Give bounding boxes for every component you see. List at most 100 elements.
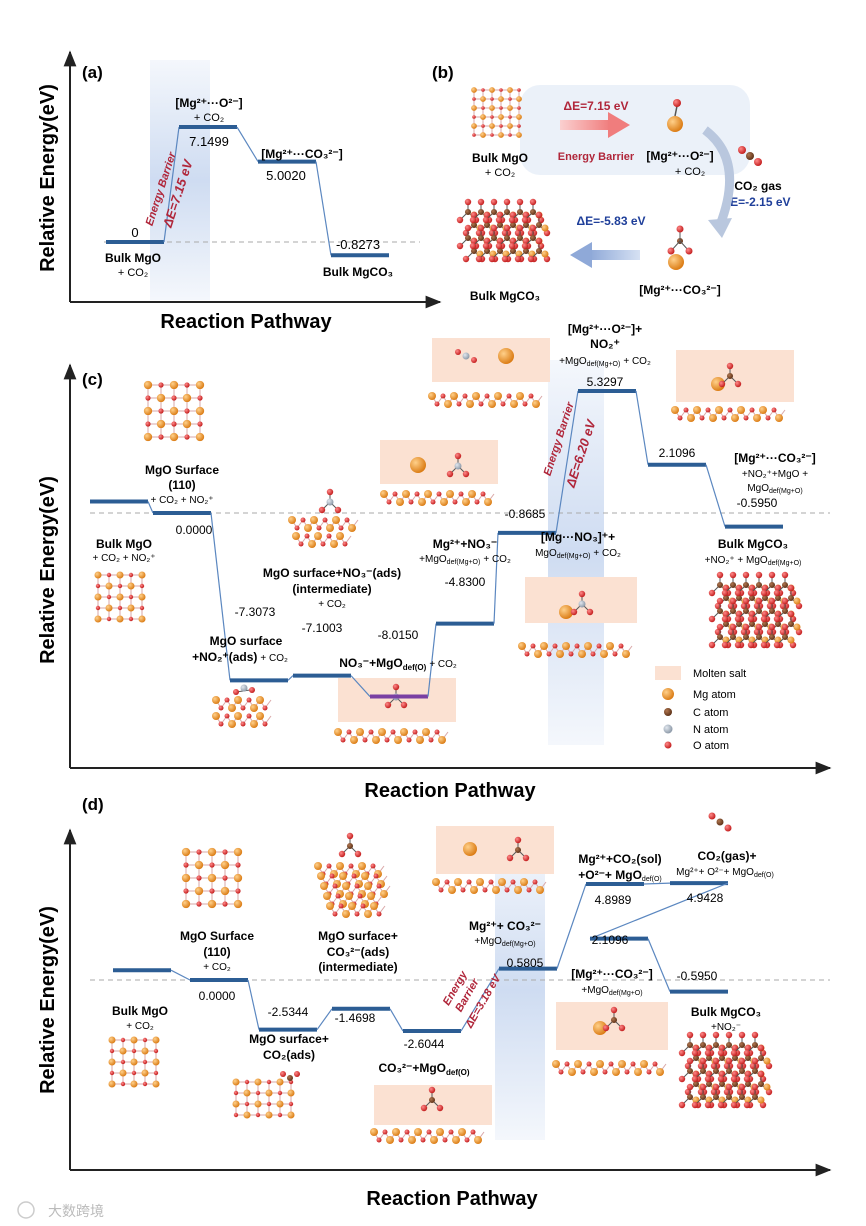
c-pair-structure [518,577,637,658]
o-atom [691,1075,699,1083]
o-atom [360,903,366,909]
mg-atom [108,1080,116,1088]
c-atom [491,209,497,215]
c-atom [752,1094,758,1100]
c-atom [510,222,516,228]
mg-atom [507,123,513,129]
d-mgco3-sub-main: +MgO [474,936,502,947]
mg-atom [256,696,264,704]
c-mgco3pair-carbonate [718,362,742,388]
mg-atom [793,623,801,631]
a-connector-2 [236,126,259,162]
o-atom [346,832,354,840]
mg-atom [498,348,514,364]
c-ads-sub: + CO₂ [260,653,288,664]
o-atom [768,571,776,579]
o-atom [464,198,472,206]
c-top-sub-idx: def(Mg+O) [587,361,621,368]
o-atom [586,608,594,616]
o-atom [748,610,756,618]
o-atom [117,583,123,589]
mg-atom [518,642,526,650]
o-atom [404,1129,410,1135]
mg-atom [436,1128,444,1136]
mgco3-pair-b [667,225,693,270]
mg-atom [402,490,410,498]
mg-atom [108,1058,116,1066]
c-mgco3pair-molten [676,350,794,402]
c-atom [752,1042,758,1048]
o-atom [460,887,466,893]
o-atom [522,401,528,407]
mg-atom [715,406,723,414]
o-atom [246,713,252,719]
c-inter-structure [288,488,359,548]
mg-atom [671,406,679,414]
o-atom [722,610,730,618]
o-atom [472,97,476,101]
c-atom [745,1055,751,1061]
o-atom [716,623,724,631]
mg-atom [386,1136,394,1144]
o-atom [499,124,503,128]
o-atom [490,224,498,232]
d-co3def-idx: def(O) [446,1068,470,1077]
o-atom [474,499,480,505]
o-atom [738,1057,746,1065]
o-atom [420,1104,428,1112]
c-atom [758,1055,764,1061]
c-atom [788,595,794,601]
o-atom [751,1031,759,1039]
c-top-molten [432,338,550,382]
d-pair-sub-idx: def(Mg+O) [609,990,643,997]
n-atom [240,684,248,692]
mg-atom [562,642,570,650]
d-connector-6 [556,883,587,969]
mg-atom [418,498,426,506]
mg-atom [265,1089,273,1097]
o-atom [602,1069,608,1075]
mg-atom [212,712,220,720]
c-final: Bulk MgCO₃ [718,537,788,551]
c-atom [717,582,723,588]
legend-mg-dot [662,688,674,700]
mg-atom [520,878,528,886]
level-a-2-name: [Mg²⁺···CO₃²⁻] [261,147,343,161]
c-final-unit [734,623,758,649]
o-atom [686,1057,694,1065]
mg-atom [232,1078,240,1086]
o-atom [506,393,512,399]
o-atom [744,1044,752,1052]
mg-atom [287,1089,295,1097]
mg-atom [169,432,179,442]
mg-atom [138,593,146,601]
o-ion-b [673,99,681,107]
o-atom [233,1090,239,1096]
o-atom [384,701,392,709]
mg-atom [541,250,549,258]
mg-atom [559,605,573,619]
mg-atom [292,532,300,540]
c-atom [723,621,729,627]
o-atom [434,729,440,735]
o-atom [552,643,558,649]
c-atom [713,1068,719,1074]
o-atom [436,1104,444,1112]
level-a-2-value: 5.0020 [266,168,306,183]
o-atom [464,224,472,232]
o-atom [456,242,464,250]
c-top-structure [428,338,550,408]
xlabel-c: Reaction Pathway [364,780,536,802]
mg-atom [470,886,478,894]
c-top2: NO₂⁺ [590,337,620,351]
d-final-sub: +NO₂⁻ [711,1022,741,1033]
mg-atom [182,393,192,403]
o-atom [564,1061,570,1067]
o-atom [222,875,228,881]
c-atom [775,621,781,627]
d-final-unit [743,1083,767,1109]
mg-atom [304,524,312,532]
o-atom [255,1090,261,1096]
mg-atom [276,1100,284,1108]
panel-tag-d: (d) [82,795,104,814]
